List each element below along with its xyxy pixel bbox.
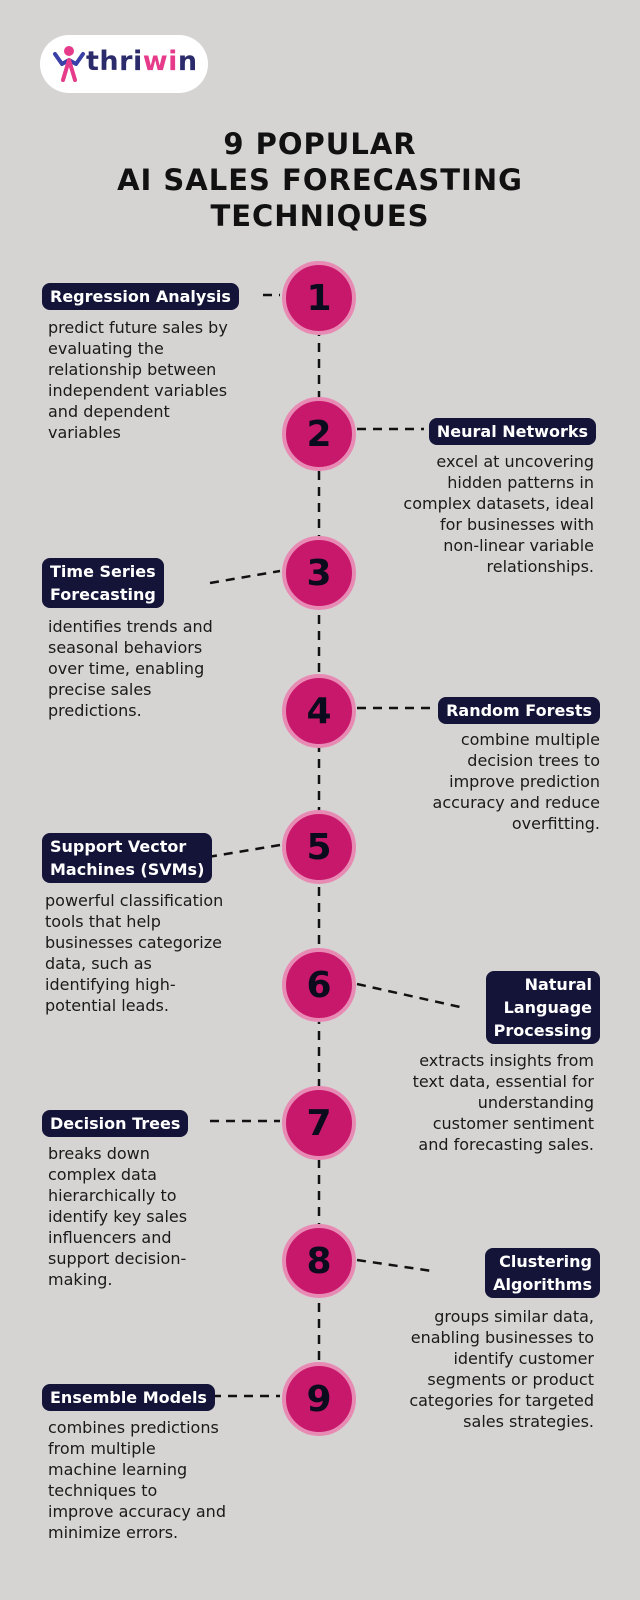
technique-desc-3: identifies trends and seasonal behaviors… <box>48 617 213 720</box>
technique-desc-9: combines predictions from multiple machi… <box>48 1418 226 1542</box>
technique-label-5: Support Vector Machines (SVMs) <box>42 833 213 883</box>
technique-desc-1: predict future sales by evaluating the r… <box>48 318 228 442</box>
technique-desc-2: excel at uncovering hidden patterns in c… <box>403 452 594 576</box>
technique-label-2: Neural Networks <box>428 418 596 445</box>
technique-label-4: Random Forests <box>438 697 600 724</box>
title-line-3: TECHNIQUES <box>210 199 430 233</box>
technique-label-7: Decision Trees <box>42 1110 189 1137</box>
title-line-1: 9 POPULAR <box>223 127 417 161</box>
technique-desc-6: extracts insights from text data, essent… <box>412 1051 594 1154</box>
step-number-5: 5 <box>282 810 356 884</box>
connector-8 <box>356 1258 433 1273</box>
technique-label-8: Clustering Algorithms <box>485 1248 600 1298</box>
step-number-4: 4 <box>282 674 356 748</box>
logo-wordmark: thriwin <box>86 46 198 77</box>
technique-label-1: Regression Analysis <box>42 283 239 310</box>
title-line-2: AI SALES FORECASTING <box>117 163 523 197</box>
connector-5 <box>207 843 281 859</box>
technique-desc-4: combine multiple decision trees to impro… <box>432 730 600 833</box>
technique-desc-8: groups similar data, enabling businesses… <box>409 1307 594 1431</box>
page-title: 9 POPULAR AI SALES FORECASTING TECHNIQUE… <box>0 126 640 234</box>
connector-3 <box>209 569 281 585</box>
technique-desc-5: powerful classification tools that help … <box>45 891 224 1015</box>
step-number-6: 6 <box>282 948 356 1022</box>
step-number-3: 3 <box>282 536 356 610</box>
person-icon <box>53 46 85 82</box>
step-number-8: 8 <box>282 1224 356 1298</box>
technique-label-3: Time Series Forecasting <box>42 558 164 608</box>
step-number-9: 9 <box>282 1362 356 1436</box>
step-number-1: 1 <box>282 261 356 335</box>
technique-label-9: Ensemble Models <box>42 1384 215 1411</box>
technique-desc-7: breaks down complex data hierarchically … <box>48 1144 188 1289</box>
step-number-2: 2 <box>282 397 356 471</box>
step-number-7: 7 <box>282 1086 356 1160</box>
connector-6 <box>356 982 461 1009</box>
technique-label-6: Natural Language Processing <box>485 971 600 1044</box>
